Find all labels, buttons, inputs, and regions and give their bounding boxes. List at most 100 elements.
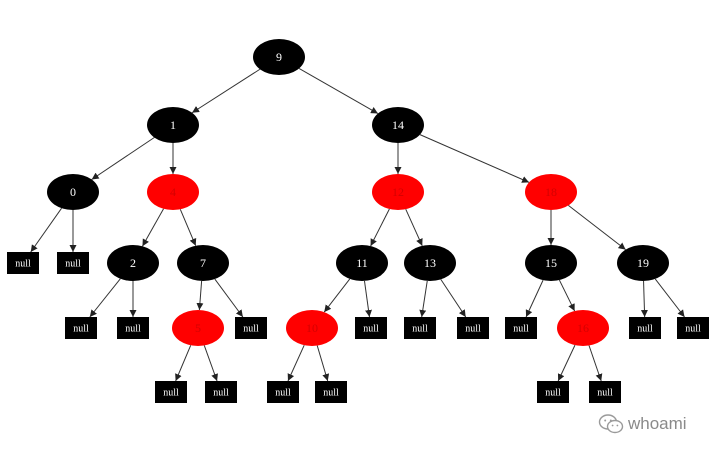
- edge-n13-null_h: [440, 279, 467, 318]
- null-leaf: null: [629, 317, 661, 339]
- edge-n4-n7: [179, 209, 197, 246]
- null-leaf: null: [117, 317, 149, 339]
- tree-node-16: 16: [557, 310, 609, 346]
- null-label: null: [15, 259, 31, 270]
- null-box: [355, 317, 387, 339]
- node-ellipse: [253, 39, 305, 75]
- null-label: null: [597, 388, 613, 399]
- null-leaf: null: [65, 317, 97, 339]
- null-label: null: [363, 324, 379, 335]
- edge-n16-null_p: [557, 344, 576, 382]
- tree-node-11: 11: [336, 245, 388, 281]
- tree-node-18: 18: [525, 174, 577, 210]
- edge-n2-null_c: [89, 278, 121, 318]
- edge-n7-null_e: [214, 278, 244, 318]
- node-ellipse: [404, 245, 456, 281]
- node-ellipse: [557, 310, 609, 346]
- null-label: null: [513, 324, 529, 335]
- null-box: [589, 381, 621, 403]
- null-leaf: null: [235, 317, 267, 339]
- watermark: whoami: [598, 412, 687, 436]
- node-ellipse: [617, 245, 669, 281]
- node-ellipse: [525, 174, 577, 210]
- tree-node-19: 19: [617, 245, 669, 281]
- edge-n12-n13: [405, 208, 423, 247]
- node-label: 5: [195, 321, 201, 335]
- null-label: null: [125, 324, 141, 335]
- null-box: [457, 317, 489, 339]
- null-box: [315, 381, 347, 403]
- null-label: null: [685, 324, 701, 335]
- null-leaf: null: [267, 381, 299, 403]
- node-ellipse: [47, 174, 99, 210]
- edge-n9-n1: [191, 68, 261, 114]
- null-label: null: [73, 324, 89, 335]
- node-label: 4: [170, 185, 176, 199]
- node-ellipse: [147, 107, 199, 143]
- null-box: [235, 317, 267, 339]
- null-box: [505, 317, 537, 339]
- edge-n0-null_a: [30, 207, 63, 253]
- edge-n16-null_q: [588, 345, 603, 382]
- null-label: null: [545, 388, 561, 399]
- null-label: null: [412, 324, 428, 335]
- edge-n4-n2: [142, 208, 164, 247]
- null-label: null: [213, 388, 229, 399]
- tree-node-13: 13: [404, 245, 456, 281]
- node-ellipse: [372, 107, 424, 143]
- tree-node-7: 7: [177, 245, 229, 281]
- null-box: [205, 381, 237, 403]
- wechat-icon: [598, 414, 624, 434]
- edge-n11-null_f: [363, 280, 372, 318]
- null-box: [65, 317, 97, 339]
- edge-n5-null_m: [203, 345, 218, 382]
- null-box: [404, 317, 436, 339]
- null-leaf: null: [404, 317, 436, 339]
- null-leaf: null: [57, 252, 89, 274]
- null-label: null: [65, 259, 81, 270]
- null-leaf: null: [677, 317, 709, 339]
- node-ellipse: [525, 245, 577, 281]
- node-label: 0: [70, 185, 76, 199]
- null-leaf: null: [315, 381, 347, 403]
- null-leaf: null: [457, 317, 489, 339]
- node-label: 2: [130, 256, 136, 270]
- tree-node-10: 10: [286, 310, 338, 346]
- null-label: null: [163, 388, 179, 399]
- tree-node-2: 2: [107, 245, 159, 281]
- null-label: null: [465, 324, 481, 335]
- edge-n7-n5: [196, 280, 204, 311]
- edge-n19-null_k: [654, 278, 685, 318]
- tree-node-0: 0: [47, 174, 99, 210]
- node-ellipse: [107, 245, 159, 281]
- null-box: [629, 317, 661, 339]
- null-label: null: [637, 324, 653, 335]
- edge-n14-n18: [419, 134, 530, 183]
- edge-n12-n11: [370, 208, 390, 247]
- null-box: [537, 381, 569, 403]
- null-label: null: [243, 324, 259, 335]
- null-box: [7, 252, 39, 274]
- node-label: 1: [170, 118, 176, 132]
- edge-n1-n0: [91, 137, 155, 180]
- node-label: 19: [637, 256, 649, 270]
- null-box: [155, 381, 187, 403]
- watermark-text: whoami: [628, 414, 687, 433]
- null-leaf: null: [505, 317, 537, 339]
- edge-n15-n16: [558, 279, 576, 312]
- node-label: 14: [392, 118, 404, 132]
- tree-node-1: 1: [147, 107, 199, 143]
- edge-n10-null_n: [287, 344, 305, 382]
- edge-n15-null_i: [525, 279, 544, 318]
- node-ellipse: [372, 174, 424, 210]
- node-label: 16: [577, 321, 589, 335]
- node-ellipse: [286, 310, 338, 346]
- tree-node-4: 4: [147, 174, 199, 210]
- node-label: 12: [392, 185, 404, 199]
- edge-n18-n19: [568, 205, 626, 250]
- null-leaf: null: [589, 381, 621, 403]
- null-leaf: null: [7, 252, 39, 274]
- node-ellipse: [177, 245, 229, 281]
- null-label: null: [275, 388, 291, 399]
- tree-node-9: 9: [253, 39, 305, 75]
